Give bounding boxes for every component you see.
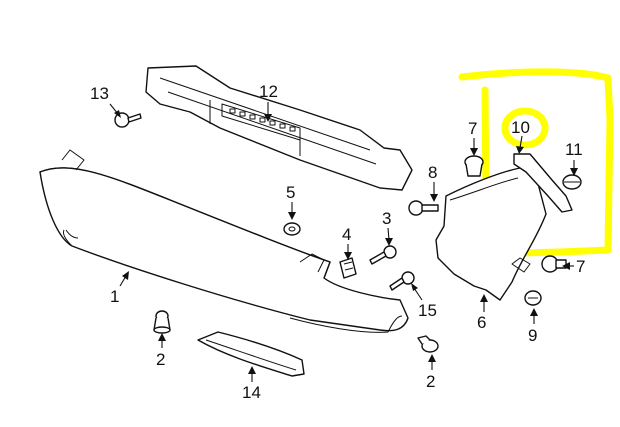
corner-cover-6 bbox=[435, 167, 547, 301]
callout-13: 13 bbox=[90, 84, 109, 103]
bolt-15 bbox=[389, 271, 415, 291]
callout-10: 10 bbox=[511, 118, 530, 137]
callout-12: 12 bbox=[259, 82, 278, 101]
screw-7-right bbox=[541, 255, 567, 273]
callout-9: 9 bbox=[528, 326, 537, 345]
push-clip-2-right bbox=[417, 335, 439, 353]
screw-13 bbox=[114, 112, 142, 128]
callout-2-left: 2 bbox=[156, 350, 165, 369]
callout-14: 14 bbox=[242, 383, 261, 402]
callout-2-right: 2 bbox=[426, 372, 435, 391]
callout-6: 6 bbox=[477, 313, 486, 332]
callout-15: 15 bbox=[418, 301, 437, 320]
bumper-cover-1 bbox=[39, 149, 409, 333]
leader-lines bbox=[109, 102, 578, 382]
screw-9 bbox=[524, 290, 542, 306]
callout-1: 1 bbox=[110, 287, 119, 306]
retainer-4 bbox=[339, 257, 357, 279]
callout-3: 3 bbox=[382, 209, 391, 228]
bolt-8 bbox=[408, 200, 439, 216]
callout-7-right: 7 bbox=[576, 257, 585, 276]
highlight-circle-10 bbox=[501, 107, 549, 149]
callout-numbers: 13 12 7 10 11 8 5 4 3 7 1 15 6 9 2 2 14 bbox=[90, 82, 585, 402]
push-clip-2-left bbox=[153, 310, 171, 334]
reinforcement-bar-12 bbox=[145, 65, 413, 191]
callout-4: 4 bbox=[342, 225, 351, 244]
callout-5: 5 bbox=[286, 183, 295, 202]
callout-11: 11 bbox=[565, 140, 583, 159]
clip-7-upper bbox=[464, 155, 484, 177]
bolt-3 bbox=[369, 245, 397, 265]
bracket-10 bbox=[513, 153, 573, 213]
highlight-frame-right bbox=[458, 68, 614, 257]
callout-7-upper: 7 bbox=[468, 119, 477, 138]
clip-11 bbox=[562, 174, 582, 190]
lower-trim-14 bbox=[197, 331, 305, 377]
callout-8: 8 bbox=[428, 163, 437, 182]
grommet-5 bbox=[283, 222, 301, 236]
